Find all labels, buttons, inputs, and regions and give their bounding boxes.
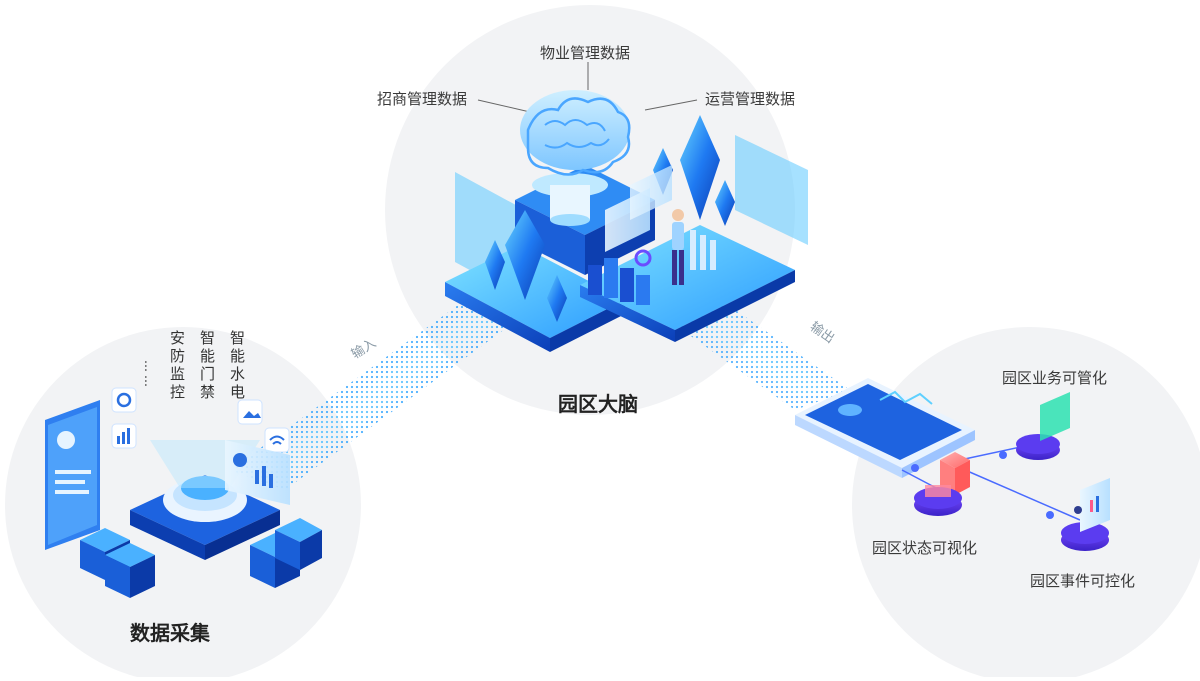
crystal-icon [485,240,505,290]
dashboard-screen [630,165,672,220]
data-collection-hub [45,387,322,598]
business-pedestal [1016,392,1070,460]
brain-platform [445,90,808,352]
output-hub [795,378,1110,551]
crystal-icon [547,275,567,322]
leader-line-left [477,99,531,113]
label-property-data: 物业管理数据 [540,44,631,62]
server-icon [275,518,322,570]
crystal-icon [680,115,720,220]
item-smart-access: 智能门禁 [198,330,216,402]
bar-blocks [588,230,716,305]
center-title: 园区大脑 [558,392,638,416]
event-pedestal [1061,478,1110,551]
leader-line-right [644,99,698,111]
wifi-icon [264,427,290,453]
crystal-icon [715,180,735,226]
cube-stack-icon [940,452,970,495]
brain-icon [520,90,631,176]
item-smart-water-power: 智能水电 [228,330,246,402]
label-business-manageable: 园区业务可管化 [1002,369,1108,387]
crystal-icon [505,210,545,300]
settings-icon [111,387,137,413]
gear-icon [634,249,652,267]
input-data-stream [230,300,520,490]
person-icon [1074,506,1082,514]
item-security-monitor: 安防监控 [168,330,186,402]
item-more-ellipsis: …… [142,360,156,390]
status-pedestal [914,485,962,516]
label-operation-data: 运营管理数据 [705,90,796,108]
label-event-controllable: 园区事件可控化 [1030,572,1136,590]
label-investment-data: 招商管理数据 [377,90,468,108]
server-icon [105,543,155,598]
person-icon [672,209,684,285]
label-status-visible: 园区状态可视化 [872,539,978,557]
left-title: 数据采集 [130,621,210,645]
